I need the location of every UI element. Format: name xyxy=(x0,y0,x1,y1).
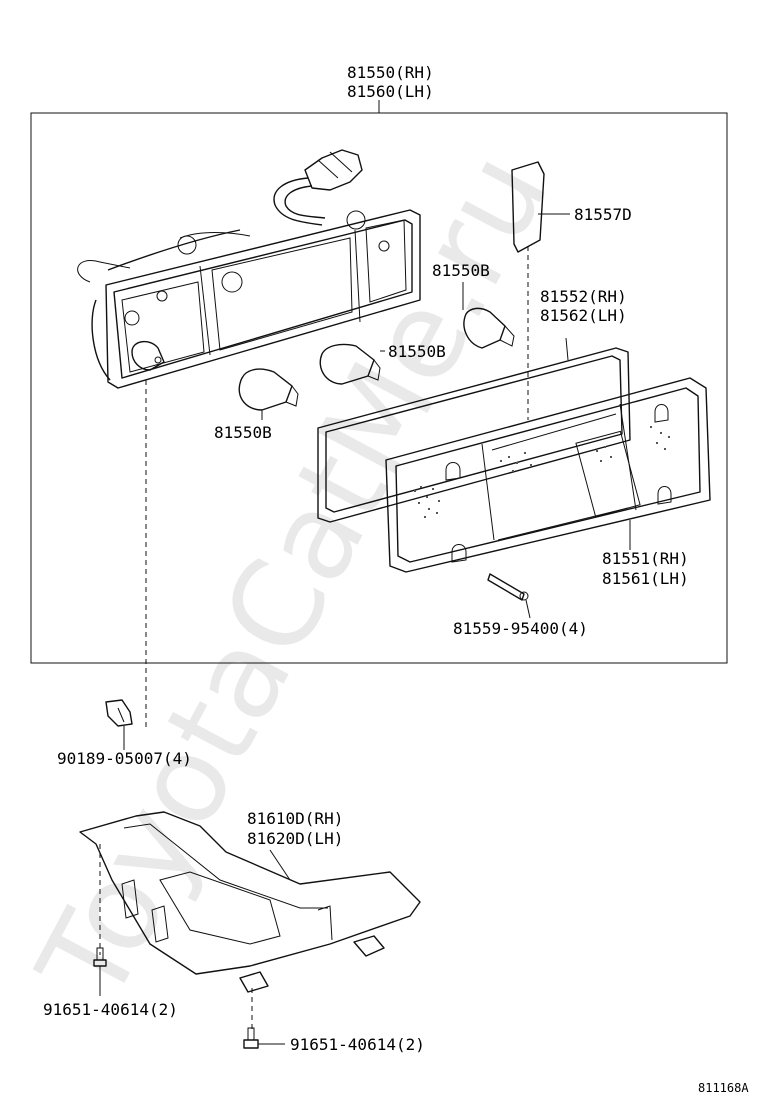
bulb-middle[interactable] xyxy=(319,343,385,385)
watermark: ToyotaCatMe.ru xyxy=(12,131,575,1024)
callout-assembly-lh: 81560(LH) xyxy=(347,82,434,101)
lamp-housing[interactable] xyxy=(77,149,421,389)
lens[interactable] xyxy=(385,377,711,573)
callout-reflector: 81557D xyxy=(574,205,632,224)
housing-bulb xyxy=(131,341,165,371)
bulb-upper[interactable] xyxy=(462,282,515,349)
callout-bracket-lh: 81620D(LH) xyxy=(247,829,343,848)
callout-gasket-rh: 81552(RH) xyxy=(540,287,627,306)
reflector[interactable] xyxy=(511,161,570,253)
nut[interactable] xyxy=(105,699,133,750)
callout-nut: 90189-05007(4) xyxy=(57,749,192,768)
diagram-code: 811168A xyxy=(698,1081,749,1095)
callout-bulb-middle: 81550B xyxy=(388,342,446,361)
callout-bulb-left: 81550B xyxy=(214,423,272,442)
callout-bulb-upper: 81550B xyxy=(432,261,490,280)
bulb-left[interactable] xyxy=(238,368,299,420)
callout-bracket-rh: 81610D(RH) xyxy=(247,809,343,828)
bolt-upper[interactable] xyxy=(93,947,107,996)
bolt-lower[interactable] xyxy=(243,1027,285,1049)
gasket[interactable] xyxy=(317,337,631,523)
callout-lens-rh: 81551(RH) xyxy=(602,549,689,568)
callout-gasket-lh: 81562(LH) xyxy=(540,306,627,325)
callout-bolt-upper: 91651-40614(2) xyxy=(43,1000,178,1019)
alignment-lines xyxy=(99,246,529,1032)
lens-screw[interactable] xyxy=(487,573,531,619)
callout-bolt-lower: 91651-40614(2) xyxy=(290,1035,425,1054)
callout-assembly-rh: 81550(RH) xyxy=(347,63,434,82)
callout-lens-screw: 81559-95400(4) xyxy=(453,619,588,638)
assembly-frame xyxy=(30,100,728,664)
mounting-bracket[interactable] xyxy=(79,811,421,993)
callout-lens-lh: 81561(LH) xyxy=(602,569,689,588)
